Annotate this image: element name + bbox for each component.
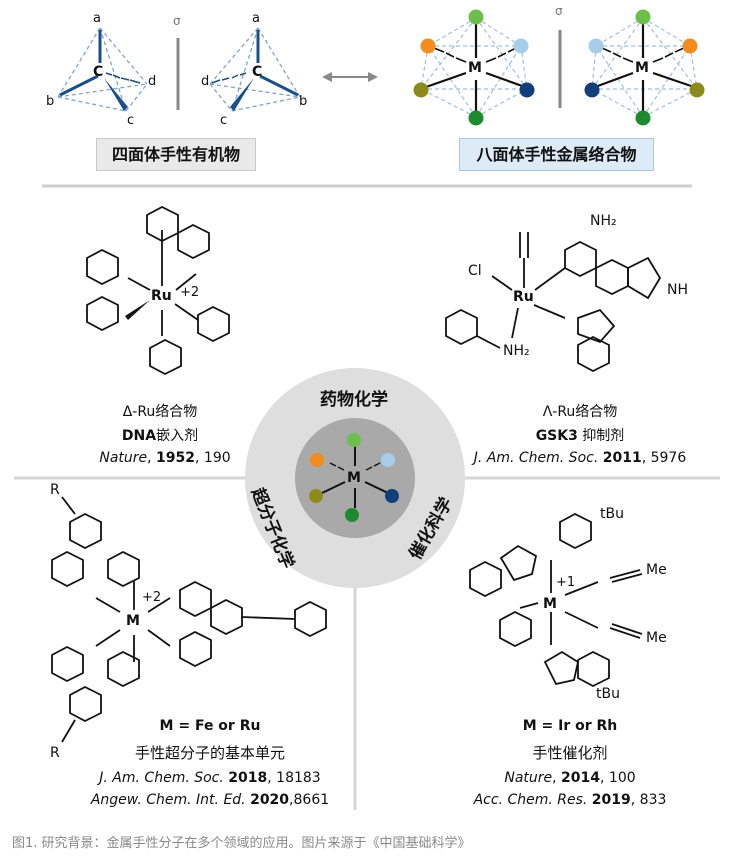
bl-ref2-journal: Angew. Chem. Int. Ed. <box>90 792 246 808</box>
br-ref2-page: 833 <box>639 792 667 808</box>
ru-gsk3-complex <box>445 232 662 373</box>
tl-caption-suffix: 络合物 <box>155 404 198 420</box>
tr-ref-journal: J. Am. Chem. Soc. <box>473 450 599 466</box>
br-tbu-bottom: tBu <box>596 686 620 702</box>
octahedron-right <box>584 9 705 126</box>
br-tbu-top: tBu <box>600 506 624 522</box>
supramolecular-building-block <box>51 496 327 743</box>
tetra-left-label-d: d <box>148 74 157 89</box>
bl-ref1-year: 2018 <box>228 770 268 786</box>
br-ref2-year: 2019 <box>591 792 631 808</box>
br-caption-line2: 手性催化剂 <box>532 744 608 762</box>
br-me-bottom: Me <box>646 630 667 646</box>
br-ref2-journal: Acc. Chem. Res. <box>473 792 588 808</box>
octa-right-center: M <box>635 60 649 76</box>
bl-ref2-page: 8661 <box>293 792 330 808</box>
br-me-top: Me <box>646 562 667 578</box>
tl-metal: Ru <box>151 288 172 304</box>
bl-charge: +2 <box>142 590 162 605</box>
bl-ref1-page: 18183 <box>276 770 321 786</box>
tr-caption-prefix: Λ-Ru <box>542 404 576 420</box>
tetra-left-center: C <box>93 64 104 80</box>
tl-caption-line1: Δ-Ru络合物 <box>75 401 245 421</box>
bl-reference-1: J. Am. Chem. Soc. 2018, 18183 <box>99 770 321 786</box>
bl-metal: M <box>126 613 140 629</box>
bl-caption-line2: 手性超分子的基本单元 <box>134 744 285 762</box>
tl-caption-line2: DNA嵌入剂 <box>75 425 245 445</box>
catalyst-complex <box>469 512 643 688</box>
tr-reference: J. Am. Chem. Soc. 2011, 5976 <box>473 450 687 466</box>
octahedron-left <box>413 9 535 126</box>
tl-reference: Nature, 1952, 190 <box>99 450 231 466</box>
br-reference-1: Nature, 2014, 100 <box>504 770 636 786</box>
tl-charge: +2 <box>180 285 200 300</box>
bl-ref1-journal: J. Am. Chem. Soc. <box>99 770 224 786</box>
octa-left-center: M <box>468 60 482 76</box>
tr-ref-page: 5976 <box>650 450 687 466</box>
br-reference-2: Acc. Chem. Res. 2019, 833 <box>473 792 667 808</box>
tr-nh2-top: NH₂ <box>590 213 617 229</box>
tr-caption-rest: 抑制剂 <box>582 428 625 444</box>
tr-caption-bold: GSK3 <box>535 428 578 444</box>
tr-caption-line2: GSK3 抑制剂 <box>495 425 665 445</box>
top-chirality-illustration <box>42 9 705 188</box>
sigma-right: σ <box>555 4 563 18</box>
bl-r-top: R <box>50 482 60 498</box>
ru-bpy-complex <box>86 205 230 376</box>
tl-caption-prefix: Δ-Ru <box>122 404 156 420</box>
tl-ref-year: 1952 <box>156 450 196 466</box>
tl-ref-page: 190 <box>203 450 231 466</box>
tetra-right-label-a: a <box>252 11 260 26</box>
tetra-right-label-b: b <box>299 94 308 109</box>
tr-caption-suffix: 络合物 <box>575 404 618 420</box>
br-metal: M <box>543 596 557 612</box>
tetrahedron-left-bonds <box>59 30 141 111</box>
tl-caption-rest: 嵌入剂 <box>156 428 199 444</box>
bl-r-bottom: R <box>50 745 60 761</box>
tr-nh2-bottom: NH₂ <box>503 343 530 359</box>
tetrahedron-left <box>57 27 148 112</box>
tetrahedron-right-bonds <box>211 30 299 111</box>
tetra-left-label-a: a <box>93 11 101 26</box>
br-ref1-journal: Nature <box>504 770 553 786</box>
tr-caption-line1: Λ-Ru络合物 <box>495 401 665 421</box>
tr-nh: NH <box>667 282 688 298</box>
medicinal-chemistry-label: 药物化学 <box>320 390 388 410</box>
bl-ref2-year: 2020 <box>250 792 290 808</box>
br-caption-line1: M = Ir or Rh <box>522 718 618 734</box>
tetra-left-label-b: b <box>46 94 55 109</box>
tetra-right-label-c: c <box>220 113 228 128</box>
tl-caption-bold: DNA <box>121 428 157 444</box>
br-ref1-year: 2014 <box>561 770 601 786</box>
tr-metal: Ru <box>513 289 534 305</box>
tr-ref-year: 2011 <box>602 450 642 466</box>
tetra-right-center: C <box>252 64 263 80</box>
bl-caption-line1: M = Fe or Ru <box>159 718 261 734</box>
figure-caption: 图1. 研究背景：金属手性分子在多个领域的应用。图片来源于《中国基础科学》 <box>12 836 471 851</box>
tr-cl: Cl <box>468 263 482 279</box>
octahedral-metal-label: 八面体手性金属络合物 <box>459 138 654 171</box>
tetra-right-label-d: d <box>201 74 210 89</box>
equilibrium-arrow <box>322 72 378 82</box>
bl-reference-2: Angew. Chem. Int. Ed. 2020,8661 <box>90 792 330 808</box>
sigma-left: σ <box>173 14 181 28</box>
br-charge: +1 <box>556 575 576 590</box>
tetrahedral-organic-label: 四面体手性有机物 <box>96 138 256 171</box>
br-ref1-page: 100 <box>608 770 636 786</box>
tl-ref-journal: Nature <box>99 450 148 466</box>
center-metal: M <box>347 470 361 486</box>
tetrahedron-right <box>209 27 301 112</box>
tetra-left-label-c: c <box>127 113 135 128</box>
